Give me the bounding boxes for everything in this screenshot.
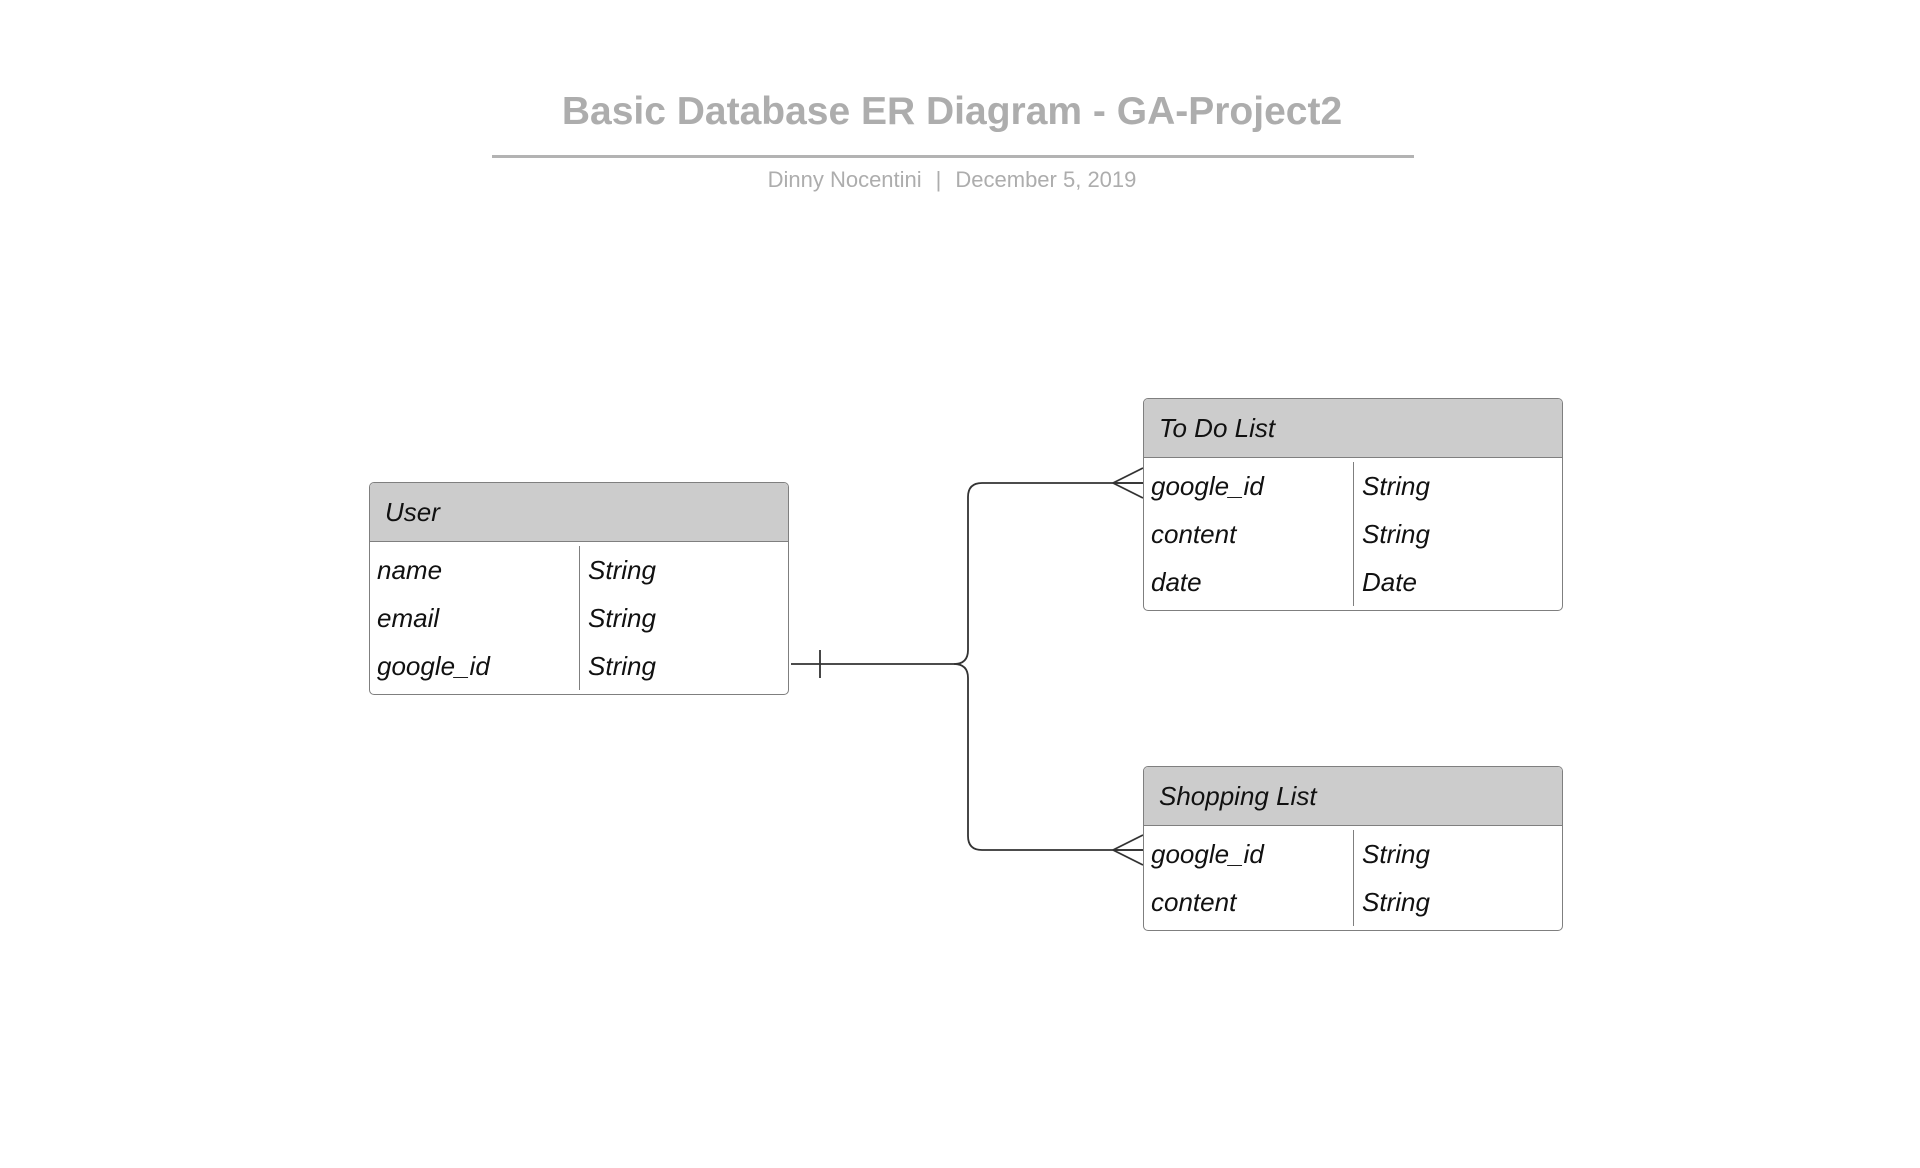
- attribute-type: String: [588, 602, 656, 633]
- attribute-row: google_id String: [1144, 458, 1562, 510]
- attribute-name: name: [370, 546, 580, 594]
- attribute-type: String: [1362, 886, 1430, 917]
- attribute-name: google_id: [1144, 830, 1354, 878]
- diagram-meta: Dinny Nocentini | December 5, 2019: [492, 166, 1412, 194]
- diagram-date: December 5, 2019: [955, 167, 1137, 192]
- attribute-row: email String: [370, 594, 788, 642]
- attribute-row: google_id String: [370, 642, 788, 690]
- attribute-type: String: [1362, 838, 1430, 869]
- title-divider: [492, 155, 1414, 158]
- meta-separator: |: [935, 167, 942, 192]
- diagram-title: Basic Database ER Diagram - GA-Project2: [561, 90, 1343, 133]
- many-cardinality-mark-shopping: [1112, 834, 1144, 866]
- attribute-name: email: [370, 594, 580, 642]
- attribute-name: google_id: [1144, 462, 1354, 510]
- connector-user-to-todo: [791, 482, 1143, 665]
- entity-header: User: [370, 483, 788, 542]
- entity-user[interactable]: User name String email String google_id …: [369, 482, 789, 695]
- attribute-type: String: [588, 554, 656, 585]
- many-cardinality-mark-todo: [1112, 467, 1144, 499]
- attribute-row: name String: [370, 542, 788, 594]
- entity-header: To Do List: [1144, 399, 1562, 458]
- attribute-row: google_id String: [1144, 826, 1562, 878]
- attribute-list: name String email String google_id Strin…: [370, 542, 788, 694]
- attribute-name: date: [1144, 558, 1354, 606]
- entity-todo-list[interactable]: To Do List google_id String content Stri…: [1143, 398, 1563, 611]
- attribute-name: content: [1144, 878, 1354, 926]
- attribute-row: date Date: [1144, 558, 1562, 606]
- attribute-type: String: [588, 650, 656, 681]
- attribute-name: content: [1144, 510, 1354, 558]
- attribute-list: google_id String content String date Dat…: [1144, 458, 1562, 610]
- attribute-type: String: [1362, 470, 1430, 501]
- attribute-row: content String: [1144, 510, 1562, 558]
- author-name: Dinny Nocentini: [767, 167, 922, 192]
- attribute-type: String: [1362, 518, 1430, 549]
- entity-shopping-list[interactable]: Shopping List google_id String content S…: [1143, 766, 1563, 931]
- entity-header: Shopping List: [1144, 767, 1562, 826]
- connector-user-to-shopping: [953, 663, 1143, 851]
- attribute-list: google_id String content String: [1144, 826, 1562, 930]
- attribute-type: Date: [1362, 566, 1417, 597]
- attribute-name: google_id: [370, 642, 580, 690]
- attribute-row: content String: [1144, 878, 1562, 926]
